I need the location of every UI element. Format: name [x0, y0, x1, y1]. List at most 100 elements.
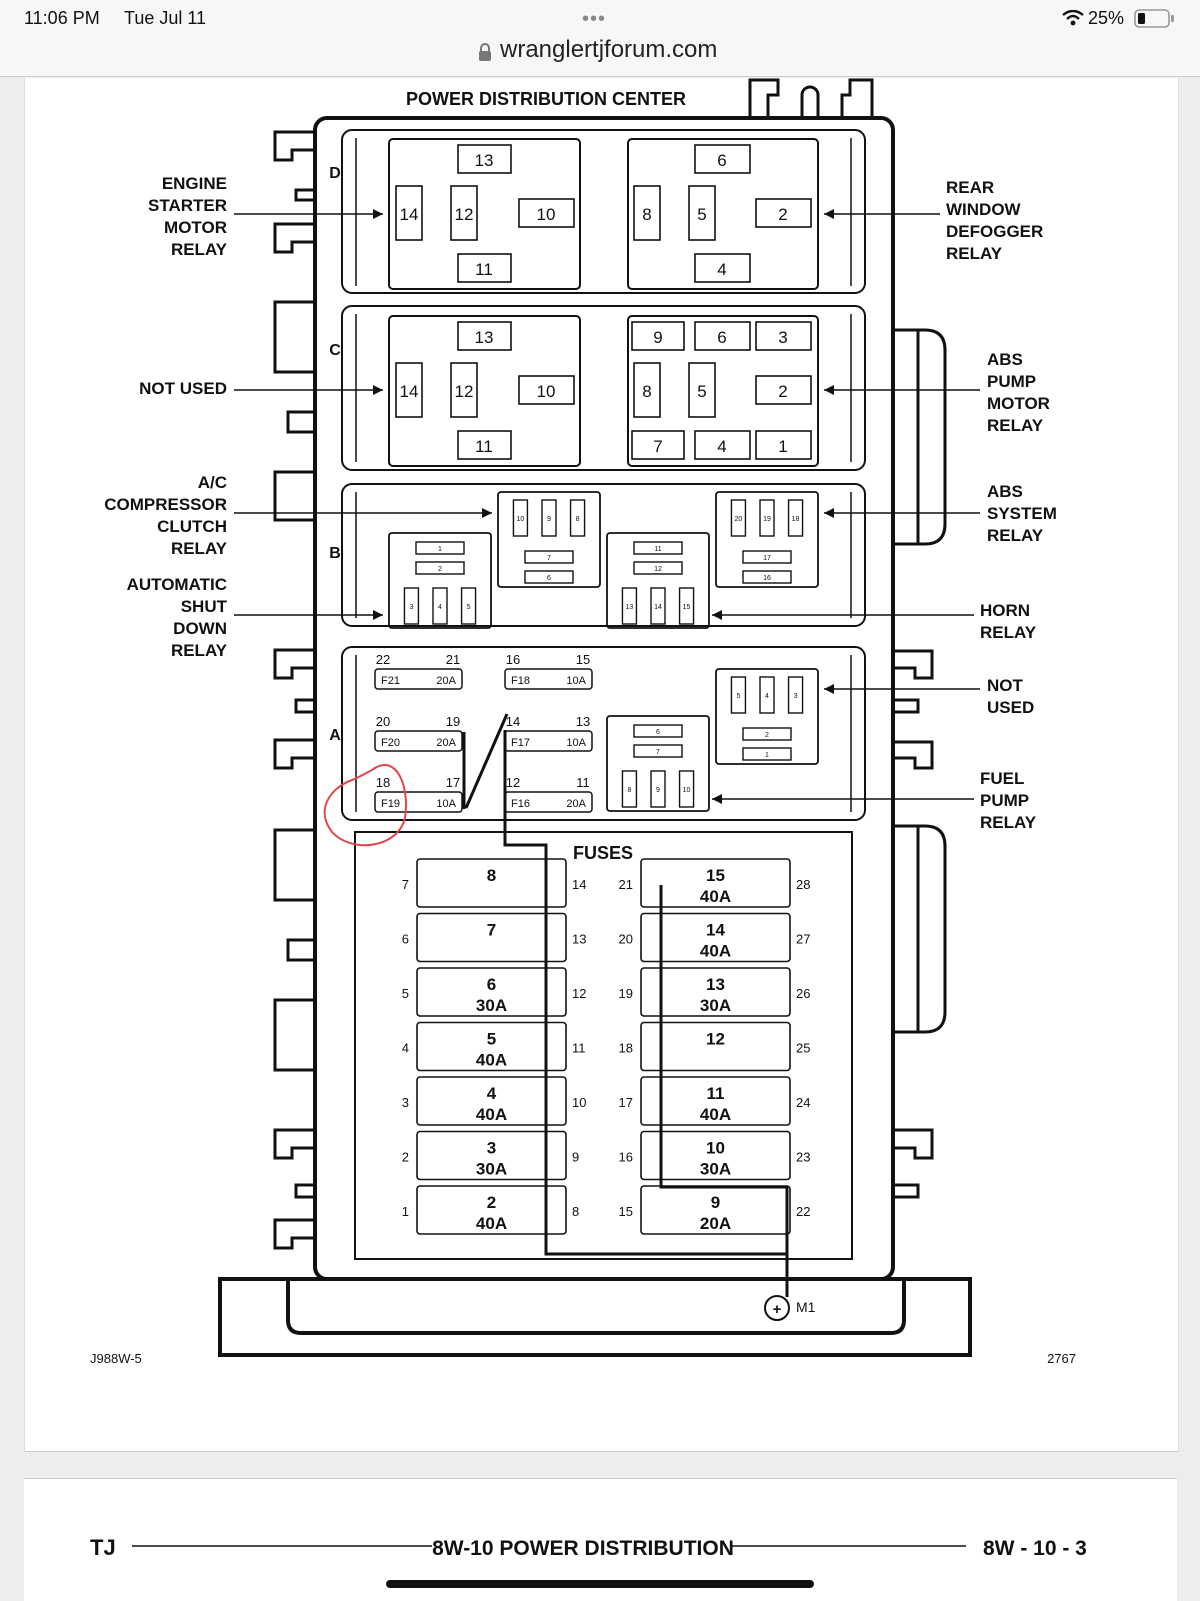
fuse-amp: 20A: [700, 1214, 731, 1233]
fuse-pin-left: 14: [506, 714, 520, 729]
fuse-amp: 40A: [700, 942, 731, 961]
fuse-number: 13: [706, 975, 725, 994]
pin-slot: [742, 727, 792, 741]
fuse-amp: 40A: [700, 1105, 731, 1124]
fuse-pin-left: 5: [402, 986, 409, 1001]
pin-slot: [621, 587, 638, 625]
pin-label: 8: [642, 205, 651, 224]
fuse-body: [374, 668, 463, 690]
fuse-pin-right: 11: [572, 1041, 586, 1056]
callout-rear-window: REAR WINDOW DEFOGGER RELAY: [824, 178, 1043, 263]
fuse-number: 8: [487, 866, 496, 885]
row-label-b: B: [329, 545, 341, 562]
callout-text: RELAY: [171, 539, 228, 558]
home-indicator[interactable]: [386, 1580, 814, 1588]
pin-slot: [569, 499, 586, 537]
relay-c-right[interactable]: [627, 315, 819, 467]
fuse-number: 2: [487, 1193, 496, 1212]
fuse-amp: 10A: [566, 737, 586, 749]
callout-text: REAR: [946, 178, 994, 197]
callout-text: FUEL: [980, 769, 1024, 788]
fuse-pin-left: 18: [619, 1041, 633, 1056]
url-bar[interactable]: wranglertjforum.com: [0, 34, 1200, 77]
pin-label: 7: [547, 555, 551, 562]
url-text[interactable]: wranglertjforum.com: [500, 36, 718, 63]
fuse-pin-right: 22: [796, 1204, 810, 1219]
pin-label: 3: [778, 328, 787, 347]
callout-not-used-a: NOT USED: [824, 676, 1034, 717]
pin-label: 7: [653, 437, 662, 456]
relay-abs-system-body: [715, 491, 819, 588]
fuse-pin-left: 16: [619, 1150, 633, 1165]
fuse-amp: 40A: [476, 1051, 507, 1070]
fuse-pin-left: 18: [376, 775, 390, 790]
fuse-pin-left: 4: [402, 1041, 409, 1056]
pin-label: 15: [683, 604, 691, 611]
m1-terminal: [764, 1295, 790, 1321]
fuse-body: [416, 967, 567, 1017]
pin-label: 9: [547, 516, 551, 523]
fuse-body: [374, 730, 463, 752]
fuse-pin-right: 19: [446, 714, 460, 729]
fuse-pin-right: 24: [796, 1095, 810, 1110]
fuse-pin-left: 3: [402, 1095, 409, 1110]
footer-left: TJ: [90, 1535, 116, 1560]
fuse-name: F21: [381, 675, 400, 687]
callout-text: HORN: [980, 601, 1030, 620]
pin-slot: [742, 570, 792, 584]
callout-text: DOWN: [173, 619, 227, 638]
pin-label: 11: [475, 437, 493, 456]
annotation-circle: [323, 764, 407, 847]
dots-icon[interactable]: •••: [582, 8, 607, 30]
relay-not-used-a-body: [715, 668, 819, 765]
pin-slot: [759, 676, 775, 714]
battery-percent: 25%: [1088, 8, 1125, 28]
pin-slot: [621, 770, 638, 808]
fuse-body: [416, 1185, 567, 1235]
pin-label: 13: [626, 604, 634, 611]
relay-d-left[interactable]: [388, 138, 581, 290]
pin-slot: [678, 770, 695, 808]
pin-label: 18: [792, 516, 800, 523]
callout-horn: HORN RELAY: [712, 601, 1037, 642]
relay-c-left[interactable]: [388, 315, 581, 467]
pin-label: 13: [475, 328, 494, 347]
relay-d-right[interactable]: [627, 138, 819, 290]
fuse-body: [640, 912, 791, 963]
pin-slot: [432, 587, 448, 625]
pin-slot: [541, 499, 557, 537]
fuse-body: [640, 858, 791, 908]
diagram-title-text: POWER DISTRIBUTION CENTER: [406, 89, 686, 109]
fuse-number: 7: [487, 921, 496, 940]
fuse-amp: 20A: [436, 737, 456, 749]
pin-label: 14: [400, 205, 419, 224]
fuse-pin-right: 14: [572, 877, 586, 892]
pin-slot: [633, 541, 683, 555]
